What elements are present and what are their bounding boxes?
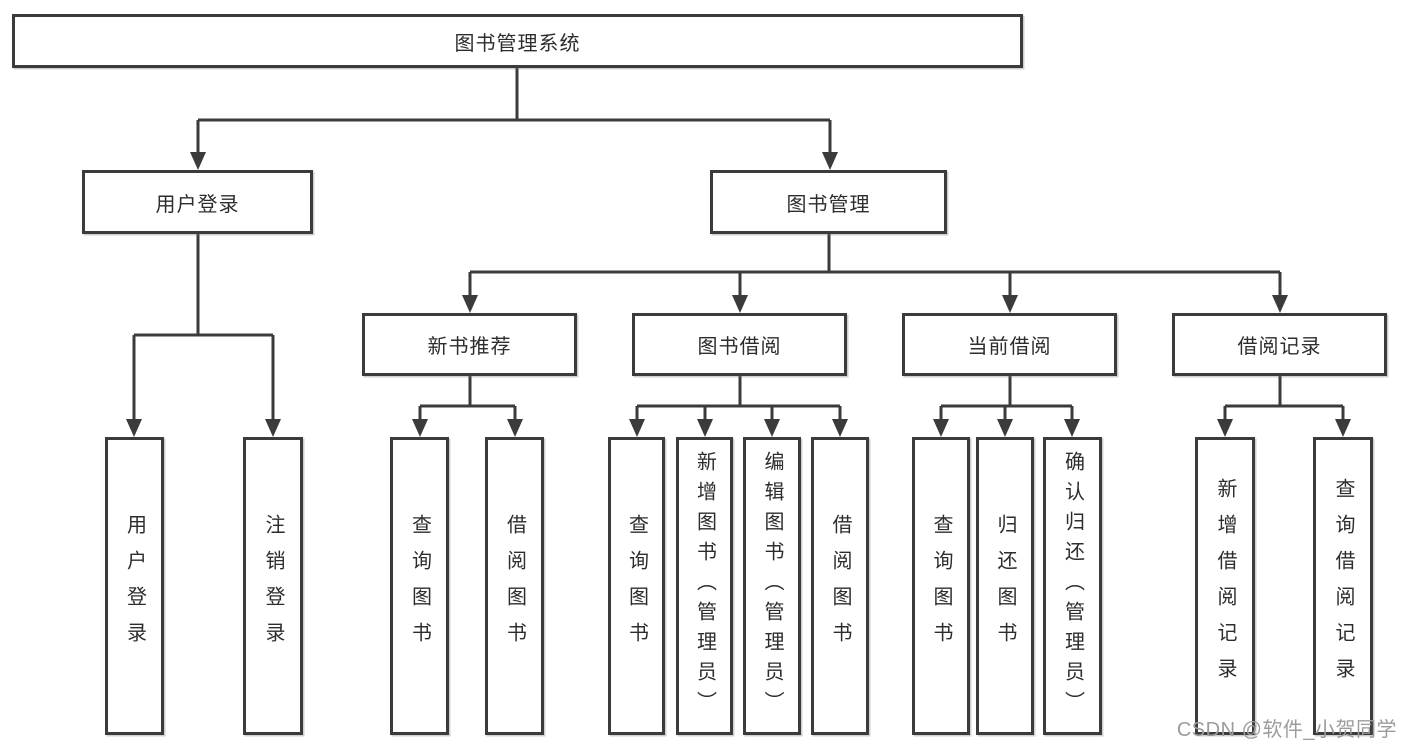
- leaf-query-books-current: 查询图书: [912, 437, 970, 735]
- leaf-add-borrow-record: 新增借阅记录: [1195, 437, 1255, 735]
- leaf-label: 查询借阅记录: [1332, 478, 1354, 694]
- connector-book-borrow-children: [629, 376, 848, 437]
- leaf-label: 新增图书（管理员）: [693, 451, 716, 721]
- connector-borrow-records-children: [1217, 376, 1351, 437]
- leaf-label: 借阅图书: [829, 514, 851, 658]
- watermark: CSDN @软件_小贺同学: [1176, 719, 1397, 741]
- connector-new-books-children: [412, 376, 523, 437]
- connector-current-borrow-children: [933, 376, 1080, 437]
- leaf-label: 归还图书: [994, 514, 1016, 658]
- node-current-borrow: 当前借阅: [902, 313, 1117, 376]
- node-user-login: 用户登录: [82, 170, 313, 234]
- leaf-label: 查询图书: [408, 514, 431, 658]
- node-root-system: 图书管理系统: [12, 14, 1023, 68]
- leaf-return-books: 归还图书: [976, 437, 1034, 735]
- leaf-edit-books-admin: 编辑图书（管理员）: [743, 437, 801, 735]
- leaf-label: 新增借阅记录: [1214, 478, 1236, 694]
- leaf-label: 编辑图书（管理员）: [761, 451, 783, 721]
- node-borrow-records: 借阅记录: [1172, 313, 1387, 376]
- node-label: 图书借阅: [697, 336, 782, 358]
- leaf-label: 查询图书: [625, 514, 648, 658]
- leaf-query-borrow-record: 查询借阅记录: [1313, 437, 1373, 735]
- node-label: 用户登录: [155, 193, 240, 216]
- leaf-label: 借阅图书: [503, 514, 526, 658]
- leaf-add-books-admin: 新增图书（管理员）: [676, 437, 733, 735]
- node-label: 图书管理系统: [454, 32, 581, 55]
- leaf-borrow-books-recommend: 借阅图书: [485, 437, 544, 735]
- node-book-management: 图书管理: [710, 170, 947, 234]
- node-label: 当前借阅: [967, 336, 1052, 358]
- connector-root-children: [190, 68, 838, 170]
- connector-book-mgmt-children: [462, 234, 1288, 313]
- node-label: 新书推荐: [427, 336, 512, 358]
- leaf-label: 确认归还（管理员）: [1061, 451, 1084, 721]
- leaf-query-books-borrow: 查询图书: [608, 437, 665, 735]
- leaf-label: 用户登录: [123, 514, 146, 658]
- node-new-book-recommend: 新书推荐: [362, 313, 577, 376]
- node-book-borrow: 图书借阅: [632, 313, 847, 376]
- leaf-label: 注销登录: [262, 514, 284, 658]
- leaf-confirm-return-admin: 确认归还（管理员）: [1043, 437, 1102, 735]
- node-label: 图书管理: [786, 193, 871, 216]
- leaf-logout: 注销登录: [243, 437, 303, 735]
- leaf-user-login: 用户登录: [105, 437, 164, 735]
- leaf-label: 查询图书: [930, 514, 952, 658]
- leaf-borrow-books: 借阅图书: [811, 437, 869, 735]
- node-label: 借阅记录: [1237, 336, 1322, 358]
- connector-user-login-children: [126, 233, 281, 437]
- leaf-query-books-recommend: 查询图书: [390, 437, 449, 735]
